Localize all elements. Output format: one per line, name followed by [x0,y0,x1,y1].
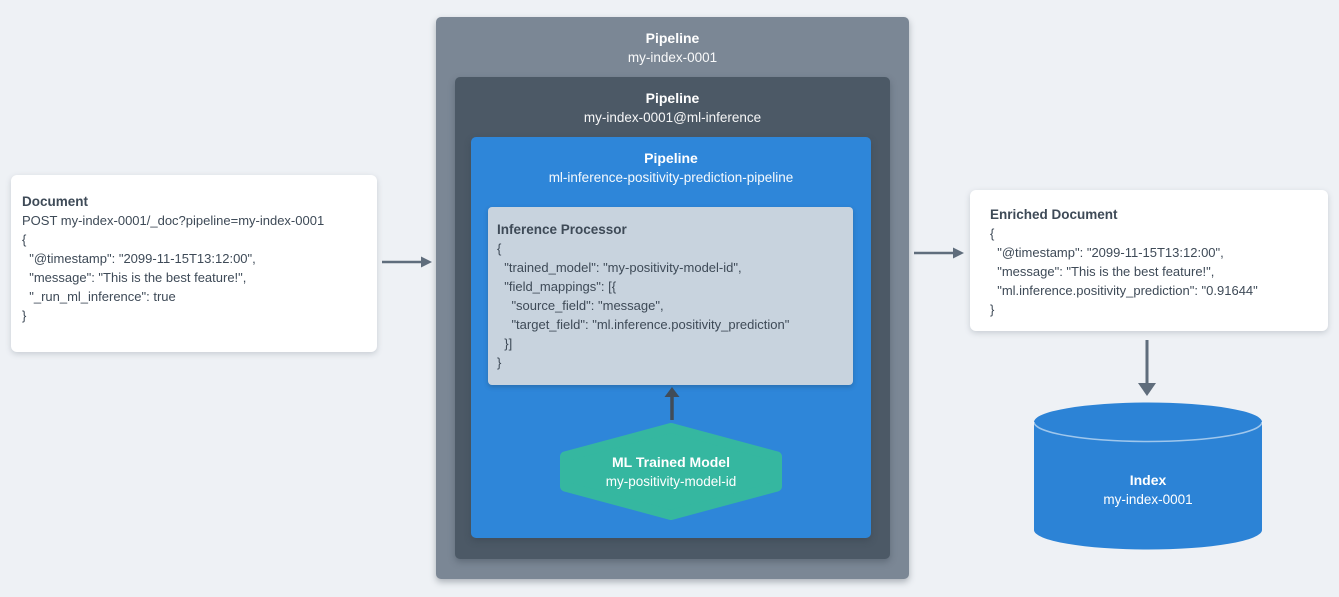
arrow-down-icon [1138,340,1156,396]
code-line: "source_field": "message", [497,298,664,313]
code-line: { [497,241,502,256]
document-card: Document POST my-index-0001/_doc?pipelin… [11,175,377,352]
arrow-right-icon [382,256,432,268]
code-line: { [990,226,995,241]
code-line: } [990,302,995,317]
outer-pipeline-title: Pipeline [645,30,700,46]
arrow-right-icon [914,247,964,259]
middle-pipeline-box: Pipeline my-index-0001@ml-inference Pipe… [455,77,890,559]
code-line: } [497,355,502,370]
code-line: "message": "This is the best feature!", [990,264,1215,279]
code-line: }] [497,336,513,351]
code-line: "target_field": "ml.inference.positivity… [497,317,790,332]
code-line: "field_mappings": [{ [497,279,617,294]
hexagon-shape-icon [560,423,782,520]
middle-pipeline-title: Pipeline [645,90,700,106]
inference-processor-box: Inference Processor { "trained_model": "… [488,207,853,385]
code-line: "_run_ml_inference": true [22,289,176,304]
inner-pipeline-box: Pipeline ml-inference-positivity-predict… [471,137,871,538]
cylinder-shape-icon [1033,402,1263,550]
enriched-document-card: Enriched Document { "@timestamp": "2099-… [970,190,1328,331]
ml-trained-model-hexagon: ML Trained Model my-positivity-model-id [560,423,782,520]
outer-pipeline-box: Pipeline my-index-0001 Pipeline my-index… [436,17,909,579]
inference-processor-title: Inference Processor [497,222,627,237]
code-line: "trained_model": "my-positivity-model-id… [497,260,742,275]
code-line: "message": "This is the best feature!", [22,270,247,285]
code-line: } [22,308,27,323]
middle-pipeline-name: my-index-0001@ml-inference [583,110,762,125]
code-line: { [22,232,27,247]
code-line: "ml.inference.positivity_prediction": "0… [990,283,1258,298]
inner-pipeline-title: Pipeline [644,150,698,166]
code-line: "@timestamp": "2099-11-15T13:12:00", [990,245,1224,260]
arrow-up-icon [664,387,680,420]
inner-pipeline-name: ml-inference-positivity-prediction-pipel… [548,170,794,185]
code-line: "@timestamp": "2099-11-15T13:12:00", [22,251,256,266]
code-line: POST my-index-0001/_doc?pipeline=my-inde… [22,213,325,228]
index-cylinder: Index my-index-0001 [1033,400,1263,552]
outer-pipeline-name: my-index-0001 [627,50,718,65]
enriched-document-title: Enriched Document [990,207,1118,222]
document-card-title: Document [22,194,89,209]
